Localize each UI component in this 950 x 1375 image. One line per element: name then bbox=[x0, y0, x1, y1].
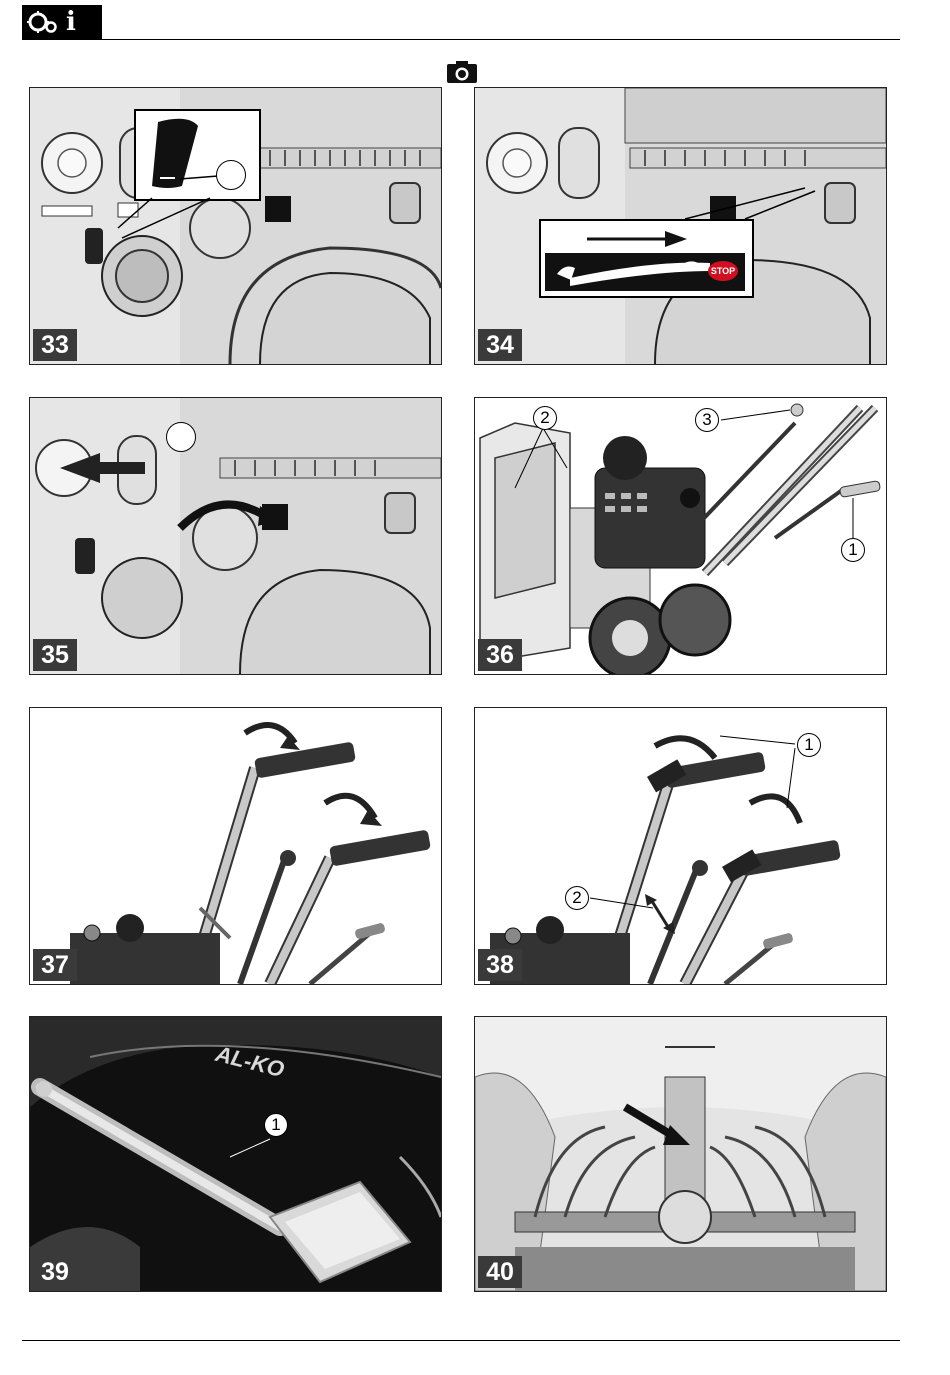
stop-sign: STOP bbox=[708, 261, 738, 281]
figure-number: 37 bbox=[33, 949, 77, 981]
callout-3: 3 bbox=[695, 408, 719, 432]
figure-35: 35 bbox=[29, 397, 442, 675]
figure-33: 33 bbox=[29, 87, 442, 365]
figure-number: 33 bbox=[33, 329, 77, 361]
callout-1: 1 bbox=[264, 1113, 288, 1137]
figure-34: STOP 34 bbox=[474, 87, 887, 365]
callout-1: 1 bbox=[841, 538, 865, 562]
figure-number: 40 bbox=[478, 1256, 522, 1288]
callout-empty bbox=[216, 160, 246, 190]
camera-icon bbox=[446, 60, 478, 84]
callout-2: 2 bbox=[533, 406, 557, 430]
figure-number: 34 bbox=[478, 329, 522, 361]
figure-38: 1 2 38 bbox=[474, 707, 887, 985]
callout-1: 1 bbox=[797, 733, 821, 757]
figure-number: 35 bbox=[33, 639, 77, 671]
footer-divider bbox=[22, 1340, 900, 1341]
figure-number: 36 bbox=[478, 639, 522, 671]
callout-empty bbox=[166, 422, 196, 452]
figure-number: 38 bbox=[478, 949, 522, 981]
figure-36: 2 3 1 36 bbox=[474, 397, 887, 675]
figure-number: 39 bbox=[33, 1256, 77, 1288]
header-divider bbox=[22, 39, 900, 40]
figure-40: 40 bbox=[474, 1016, 887, 1292]
figure-37: 37 bbox=[29, 707, 442, 985]
info-icon: i bbox=[66, 7, 76, 37]
header-badge: i bbox=[22, 5, 102, 39]
gears-icon bbox=[22, 5, 102, 39]
figure-39: AL-KO 1 39 bbox=[29, 1016, 442, 1292]
callout-2: 2 bbox=[565, 886, 589, 910]
